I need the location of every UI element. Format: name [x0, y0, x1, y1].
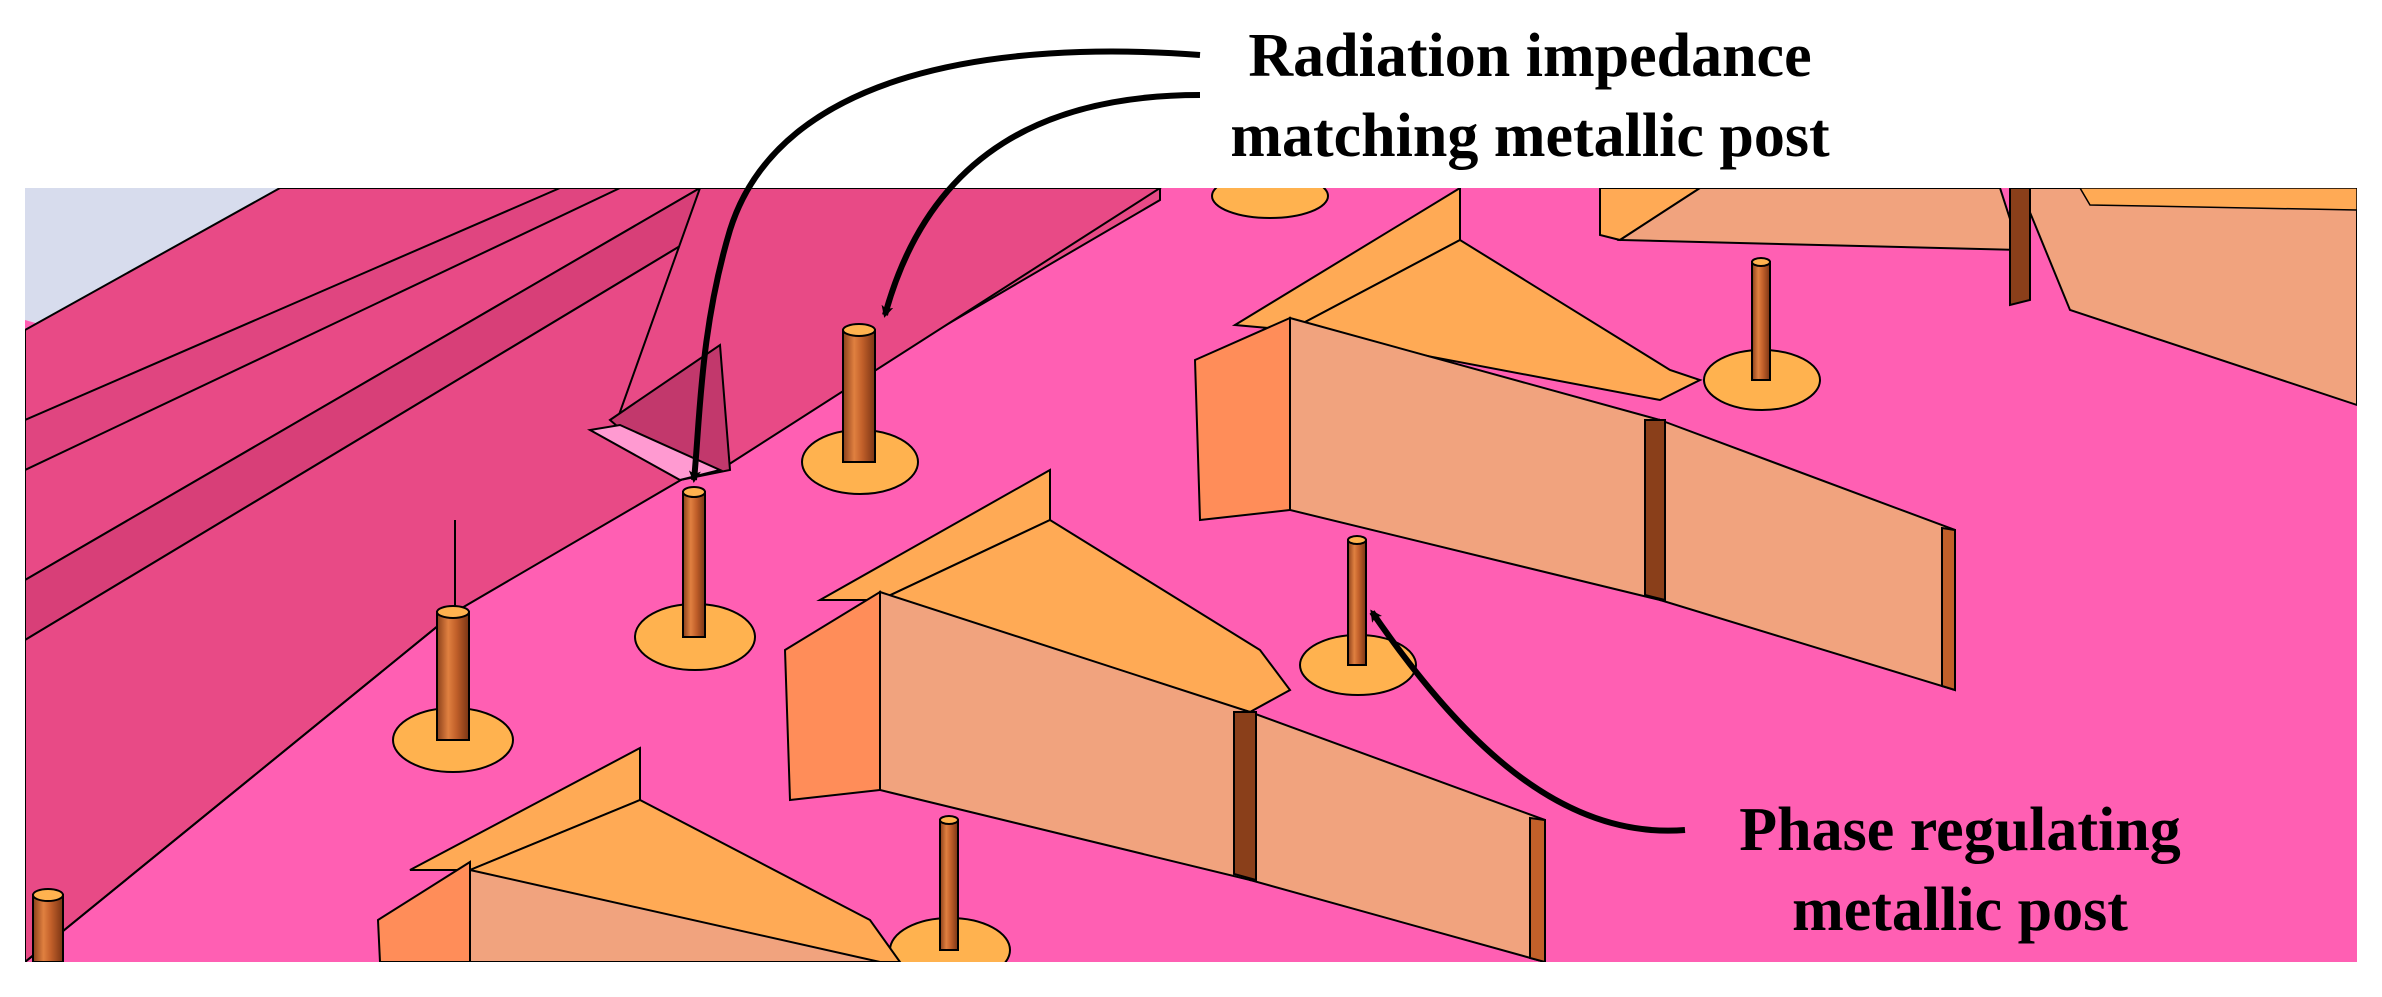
- annotation-arrows: [688, 48, 1686, 834]
- patch-block-1: [1193, 188, 1956, 692]
- patch-block-4: [1599, 188, 2357, 407]
- phase-post-label-line1: Phase regulating: [1739, 796, 2181, 864]
- phase-post-label: Phase regulating metallic post: [1660, 790, 2260, 950]
- scene-3d: [25, 188, 2357, 962]
- patch-block-3: [376, 746, 902, 962]
- post-pads: [392, 188, 1821, 962]
- curved-arrow-icon: [1369, 609, 1686, 834]
- metallic-posts: [32, 257, 1771, 962]
- waveguide-wall: [25, 188, 1162, 962]
- phase-post-label-line2: metallic post: [1792, 876, 2128, 944]
- patch-block-2: [783, 468, 1546, 962]
- radiation-post-label: Radiation impedance matching metallic po…: [1160, 16, 1900, 176]
- radiation-post-label-line2: matching metallic post: [1230, 102, 1830, 170]
- curved-arrow-icon: [688, 48, 1201, 483]
- radiation-post-label-line1: Radiation impedance: [1248, 22, 1812, 90]
- curved-arrow-icon: [881, 92, 1201, 318]
